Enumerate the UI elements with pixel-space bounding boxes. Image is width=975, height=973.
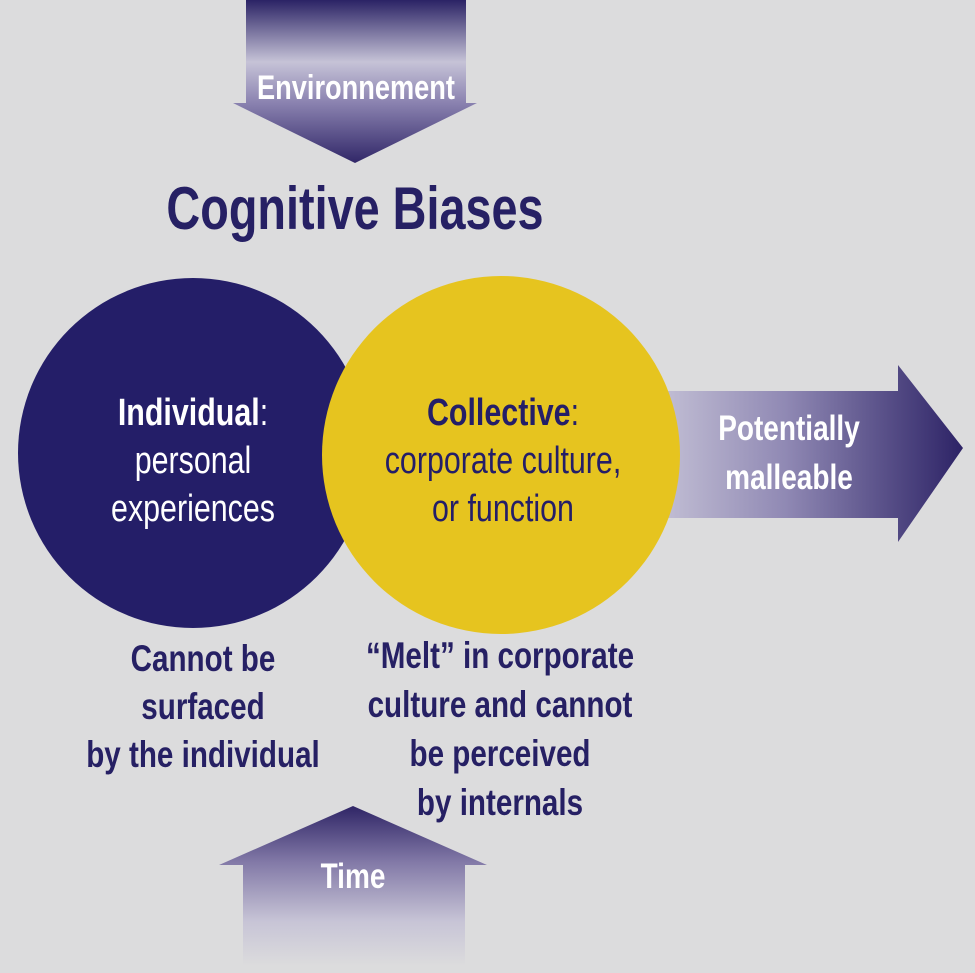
right-arrow-label-line: Potentially	[718, 409, 860, 448]
page-title: Cognitive Biases	[166, 175, 544, 242]
individual-description-line: personal	[134, 440, 252, 482]
individual-heading: Individual:	[73, 389, 313, 437]
collective-circle-text: Collective: corporate culture, or functi…	[367, 389, 639, 533]
collective-caption-line: “Melt” in corporate	[365, 635, 635, 676]
collective-heading-word: Collective	[426, 392, 571, 434]
individual-circle	[18, 278, 368, 628]
individual-heading-colon: :	[259, 392, 269, 434]
environment-arrow-label: Environnement	[257, 69, 455, 107]
collective-heading: Collective:	[367, 389, 639, 437]
individual-caption-line: surfaced	[141, 686, 265, 727]
time-arrow-label: Time	[320, 857, 386, 896]
right-arrow-label: Potentially malleable	[685, 404, 893, 502]
individual-description-line: experiences	[111, 488, 275, 530]
individual-heading-word: Individual	[117, 392, 260, 434]
collective-caption-line: by internals	[416, 782, 584, 823]
collective-circle	[322, 276, 680, 634]
individual-caption-line: by the individual	[86, 734, 320, 775]
collective-description-line: or function	[432, 488, 574, 530]
individual-caption-line: Cannot be	[130, 638, 276, 679]
collective-caption: “Melt” in corporate culture and cannot b…	[364, 631, 636, 827]
right-arrow-label-line: malleable	[725, 458, 853, 497]
collective-caption-line: be perceived	[409, 733, 591, 774]
collective-description-line: corporate culture,	[384, 440, 622, 482]
collective-heading-colon: :	[570, 392, 580, 434]
individual-circle-text: Individual: personal experiences	[73, 389, 313, 533]
collective-caption-line: culture and cannot	[367, 684, 633, 725]
individual-caption: Cannot be surfaced by the individual	[83, 635, 323, 779]
